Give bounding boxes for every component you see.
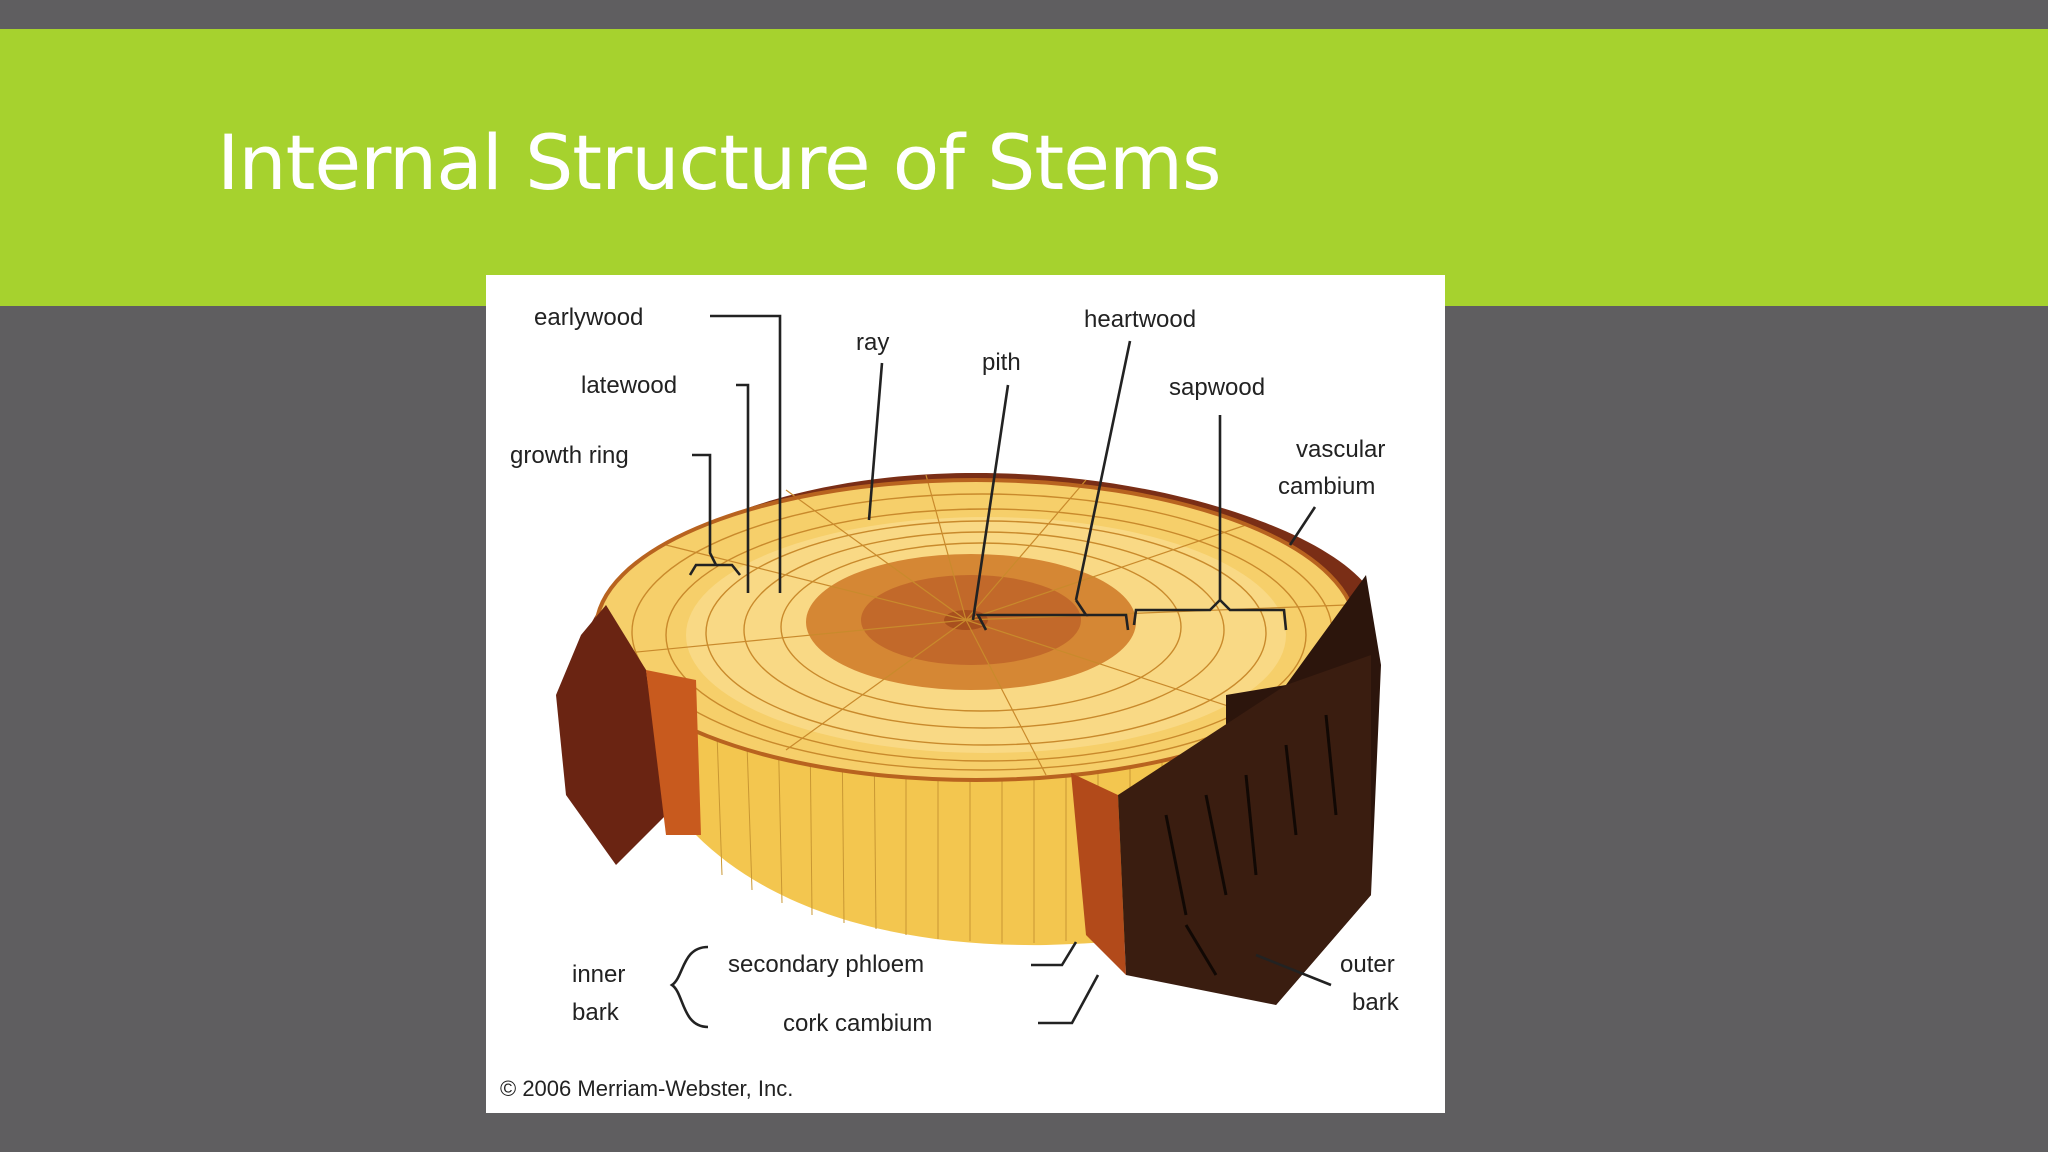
bark-texture (1164, 714, 1338, 976)
label-inner-bark-line2: bark (572, 999, 620, 1026)
leader-lines (669, 314, 1332, 1029)
left-bark-chunk (556, 605, 666, 865)
label-vascular-cambium-line1: vascular (1296, 436, 1385, 463)
left-inner-bark (646, 670, 701, 835)
label-growth-ring: growth ring (510, 442, 629, 469)
title-band (0, 29, 2048, 306)
label-inner-bark-line1: inner (572, 961, 625, 988)
label-vascular-cambium-line2: cambium (1278, 473, 1375, 500)
slide-title: Internal Structure of Stems (217, 118, 1222, 207)
rays (605, 474, 1347, 776)
label-heartwood: heartwood (1084, 306, 1196, 333)
label-secondary-phloem: secondary phloem (728, 951, 924, 978)
stem-cross-section-figure: earlywood latewood growth ring ray pith … (486, 275, 1445, 1113)
label-ray: ray (856, 329, 889, 356)
label-earlywood: earlywood (534, 304, 643, 331)
label-latewood: latewood (581, 372, 677, 399)
label-outer-bark-line2: bark (1352, 989, 1400, 1016)
label-pith: pith (982, 349, 1021, 376)
label-cork-cambium: cork cambium (783, 1010, 932, 1037)
growth-rings (631, 493, 1333, 771)
label-outer-bark-line1: outer (1340, 951, 1395, 978)
copyright-notice: © 2006 Merriam-Webster, Inc. (500, 1076, 793, 1101)
label-sapwood: sapwood (1169, 374, 1265, 401)
stem-diagram: earlywood latewood growth ring ray pith … (500, 304, 1400, 1101)
right-bark-face (1118, 655, 1371, 1005)
right-inner-bark (1071, 773, 1126, 975)
